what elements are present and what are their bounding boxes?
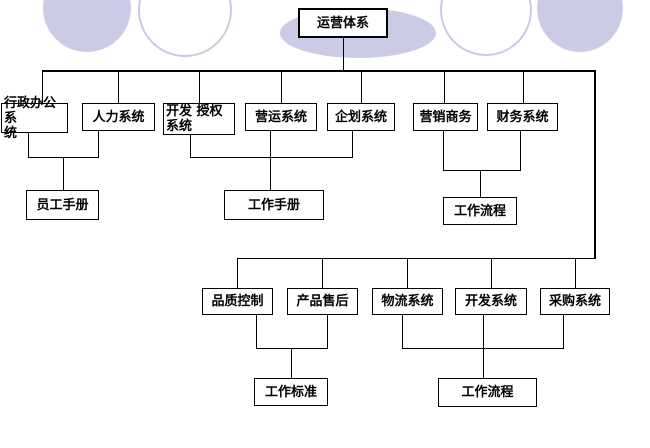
connector bbox=[443, 170, 521, 171]
connector bbox=[42, 70, 596, 72]
connector bbox=[237, 258, 596, 259]
connector bbox=[199, 70, 200, 103]
connector bbox=[575, 258, 576, 288]
connector bbox=[322, 258, 323, 288]
connector bbox=[28, 133, 29, 157]
node-work-manual: 工作手册 bbox=[224, 190, 324, 220]
connector bbox=[256, 348, 328, 349]
connector bbox=[361, 70, 362, 103]
connector bbox=[480, 170, 481, 197]
node-procurement-system: 采购系统 bbox=[540, 288, 610, 315]
connector bbox=[190, 157, 353, 158]
connector bbox=[291, 348, 292, 378]
node-planning-system: 企划系统 bbox=[327, 103, 395, 131]
connector bbox=[443, 131, 444, 170]
node-after-sales: 产品售后 bbox=[287, 288, 358, 315]
connector bbox=[594, 70, 596, 259]
connector bbox=[281, 70, 282, 103]
connector bbox=[523, 70, 524, 103]
node-operations-system: 营运系统 bbox=[245, 103, 317, 131]
decor-circle-4 bbox=[440, 0, 532, 56]
node-employee-handbook: 员工手册 bbox=[26, 190, 99, 220]
connector bbox=[256, 315, 257, 348]
connector bbox=[237, 258, 238, 288]
decor-circle-2 bbox=[138, 0, 232, 57]
node-logistics-system: 物流系统 bbox=[372, 288, 443, 315]
node-work-process-lower: 工作流程 bbox=[438, 378, 537, 407]
connector bbox=[190, 135, 191, 157]
connector bbox=[520, 131, 521, 170]
connector bbox=[352, 131, 353, 157]
connector bbox=[402, 315, 403, 348]
node-finance-system: 财务系统 bbox=[487, 103, 558, 131]
node-development-system: 开发系统 bbox=[455, 288, 527, 315]
connector bbox=[483, 315, 484, 378]
node-quality-control: 品质控制 bbox=[202, 288, 273, 315]
node-root: 运营体系 bbox=[298, 8, 388, 38]
node-marketing-business: 营销商务 bbox=[413, 103, 478, 131]
node-hr-system: 人力系统 bbox=[82, 103, 155, 131]
connector bbox=[343, 38, 344, 70]
decor-circle-5 bbox=[537, 0, 623, 52]
node-work-process-upper: 工作流程 bbox=[443, 197, 517, 225]
connector bbox=[491, 258, 492, 288]
connector bbox=[444, 70, 445, 103]
connector bbox=[98, 131, 99, 157]
decor-circle-1 bbox=[43, 0, 131, 52]
connector bbox=[42, 70, 43, 103]
connector bbox=[118, 70, 119, 103]
connector bbox=[563, 315, 564, 348]
node-admin-office: 行政办公系 统 bbox=[1, 96, 68, 141]
connector bbox=[327, 315, 328, 348]
connector bbox=[407, 258, 408, 288]
connector bbox=[270, 131, 271, 190]
node-dev-authorization: 开发 授权 系统 bbox=[163, 103, 235, 135]
node-work-standard: 工作标准 bbox=[254, 378, 328, 406]
connector bbox=[63, 157, 64, 190]
